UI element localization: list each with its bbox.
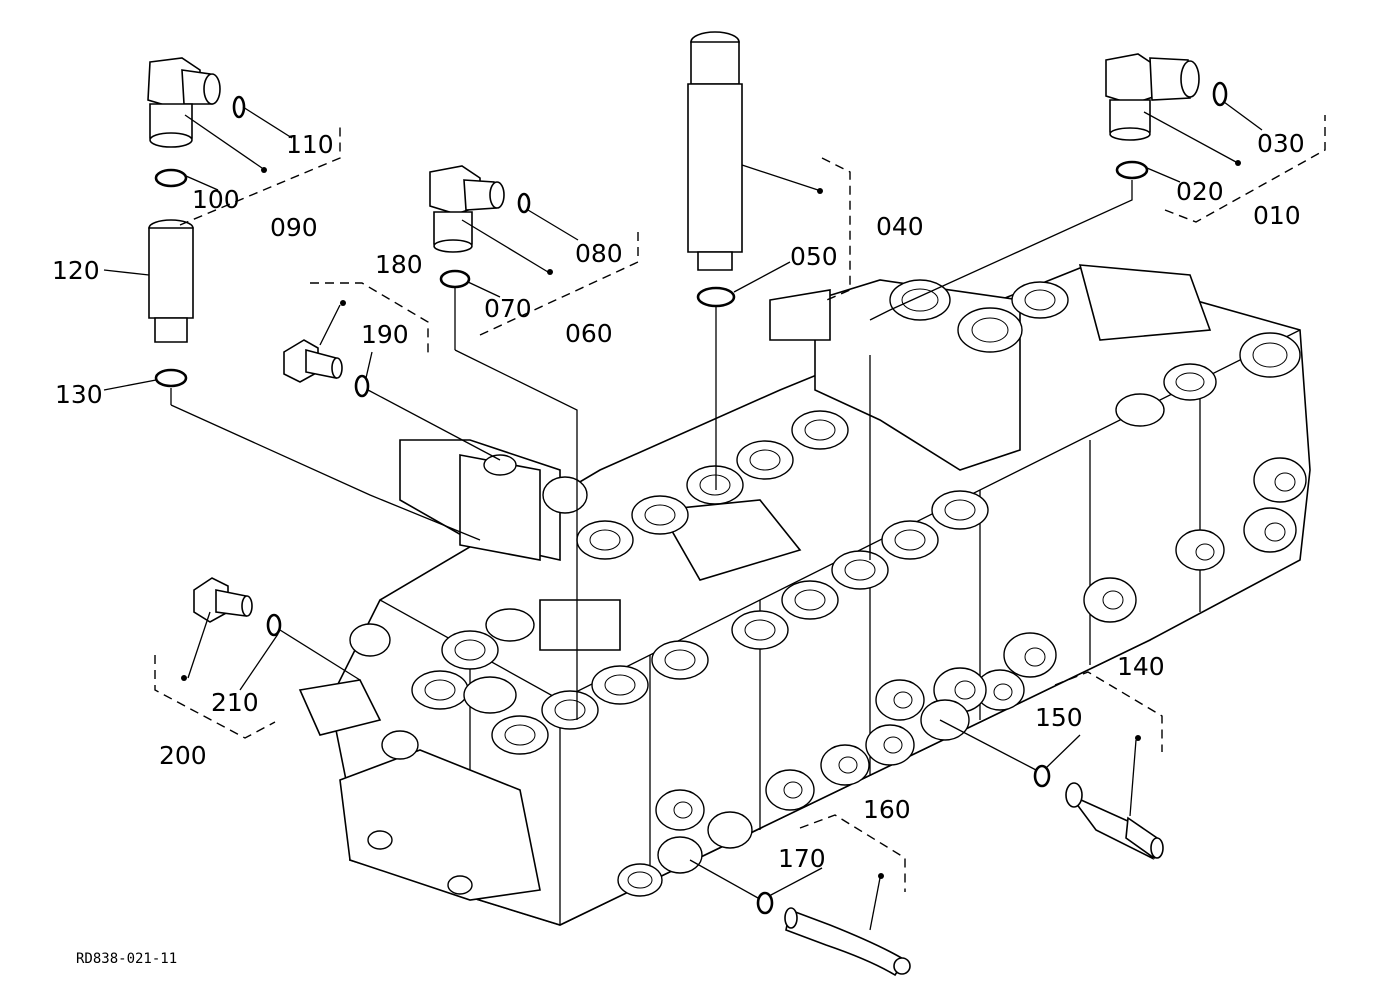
label-leaders <box>103 101 1263 931</box>
label-060: 060 <box>565 319 613 348</box>
leader-dots <box>181 160 1241 879</box>
assembly-lines <box>170 180 1133 899</box>
label-210: 210 <box>211 688 259 717</box>
label-200: 200 <box>159 741 207 770</box>
label-190: 190 <box>361 320 409 349</box>
o-ring-130 <box>154 368 188 388</box>
label-100: 100 <box>192 185 240 214</box>
label-070: 070 <box>484 294 532 323</box>
valve-ports <box>411 279 1301 897</box>
o-ring-080 <box>517 192 531 214</box>
connector-140 <box>1065 782 1164 860</box>
label-040: 040 <box>876 212 924 241</box>
bent-tube-160 <box>784 907 911 977</box>
drawing-reference: RD838-021-11 <box>76 951 177 967</box>
o-ring-110 <box>232 95 246 119</box>
o-ring-210 <box>266 613 282 637</box>
o-ring-100 <box>154 168 188 188</box>
elbow-fitting-090 <box>147 57 221 148</box>
label-050: 050 <box>790 242 838 271</box>
label-080: 080 <box>575 239 623 268</box>
coupling-120 <box>148 219 194 343</box>
o-ring-030 <box>1212 81 1228 107</box>
label-170: 170 <box>778 844 826 873</box>
o-ring-070 <box>439 269 471 289</box>
coupling-040 <box>687 31 743 271</box>
label-010: 010 <box>1253 201 1301 230</box>
o-ring-050 <box>696 286 736 308</box>
elbow-fitting-200 <box>193 577 253 623</box>
label-130: 130 <box>55 380 103 409</box>
elbow-fitting-180 <box>283 339 343 383</box>
o-ring-020 <box>1115 160 1149 180</box>
label-160: 160 <box>863 795 911 824</box>
group-brackets <box>154 115 1326 892</box>
label-180: 180 <box>375 250 423 279</box>
label-110: 110 <box>286 130 334 159</box>
label-140: 140 <box>1117 652 1165 681</box>
label-120: 120 <box>52 256 100 285</box>
part-number-labels: 010 020 030 040 050 060 070 080 090 100 … <box>52 129 1305 967</box>
spool-caps <box>349 457 1307 895</box>
label-150: 150 <box>1035 703 1083 732</box>
label-090: 090 <box>270 213 318 242</box>
o-ring-150 <box>1033 764 1051 788</box>
elbow-fitting-010 <box>1105 53 1200 141</box>
o-ring-190 <box>354 374 370 398</box>
o-ring-170 <box>756 891 774 915</box>
label-030: 030 <box>1257 129 1305 158</box>
label-020: 020 <box>1176 177 1224 206</box>
